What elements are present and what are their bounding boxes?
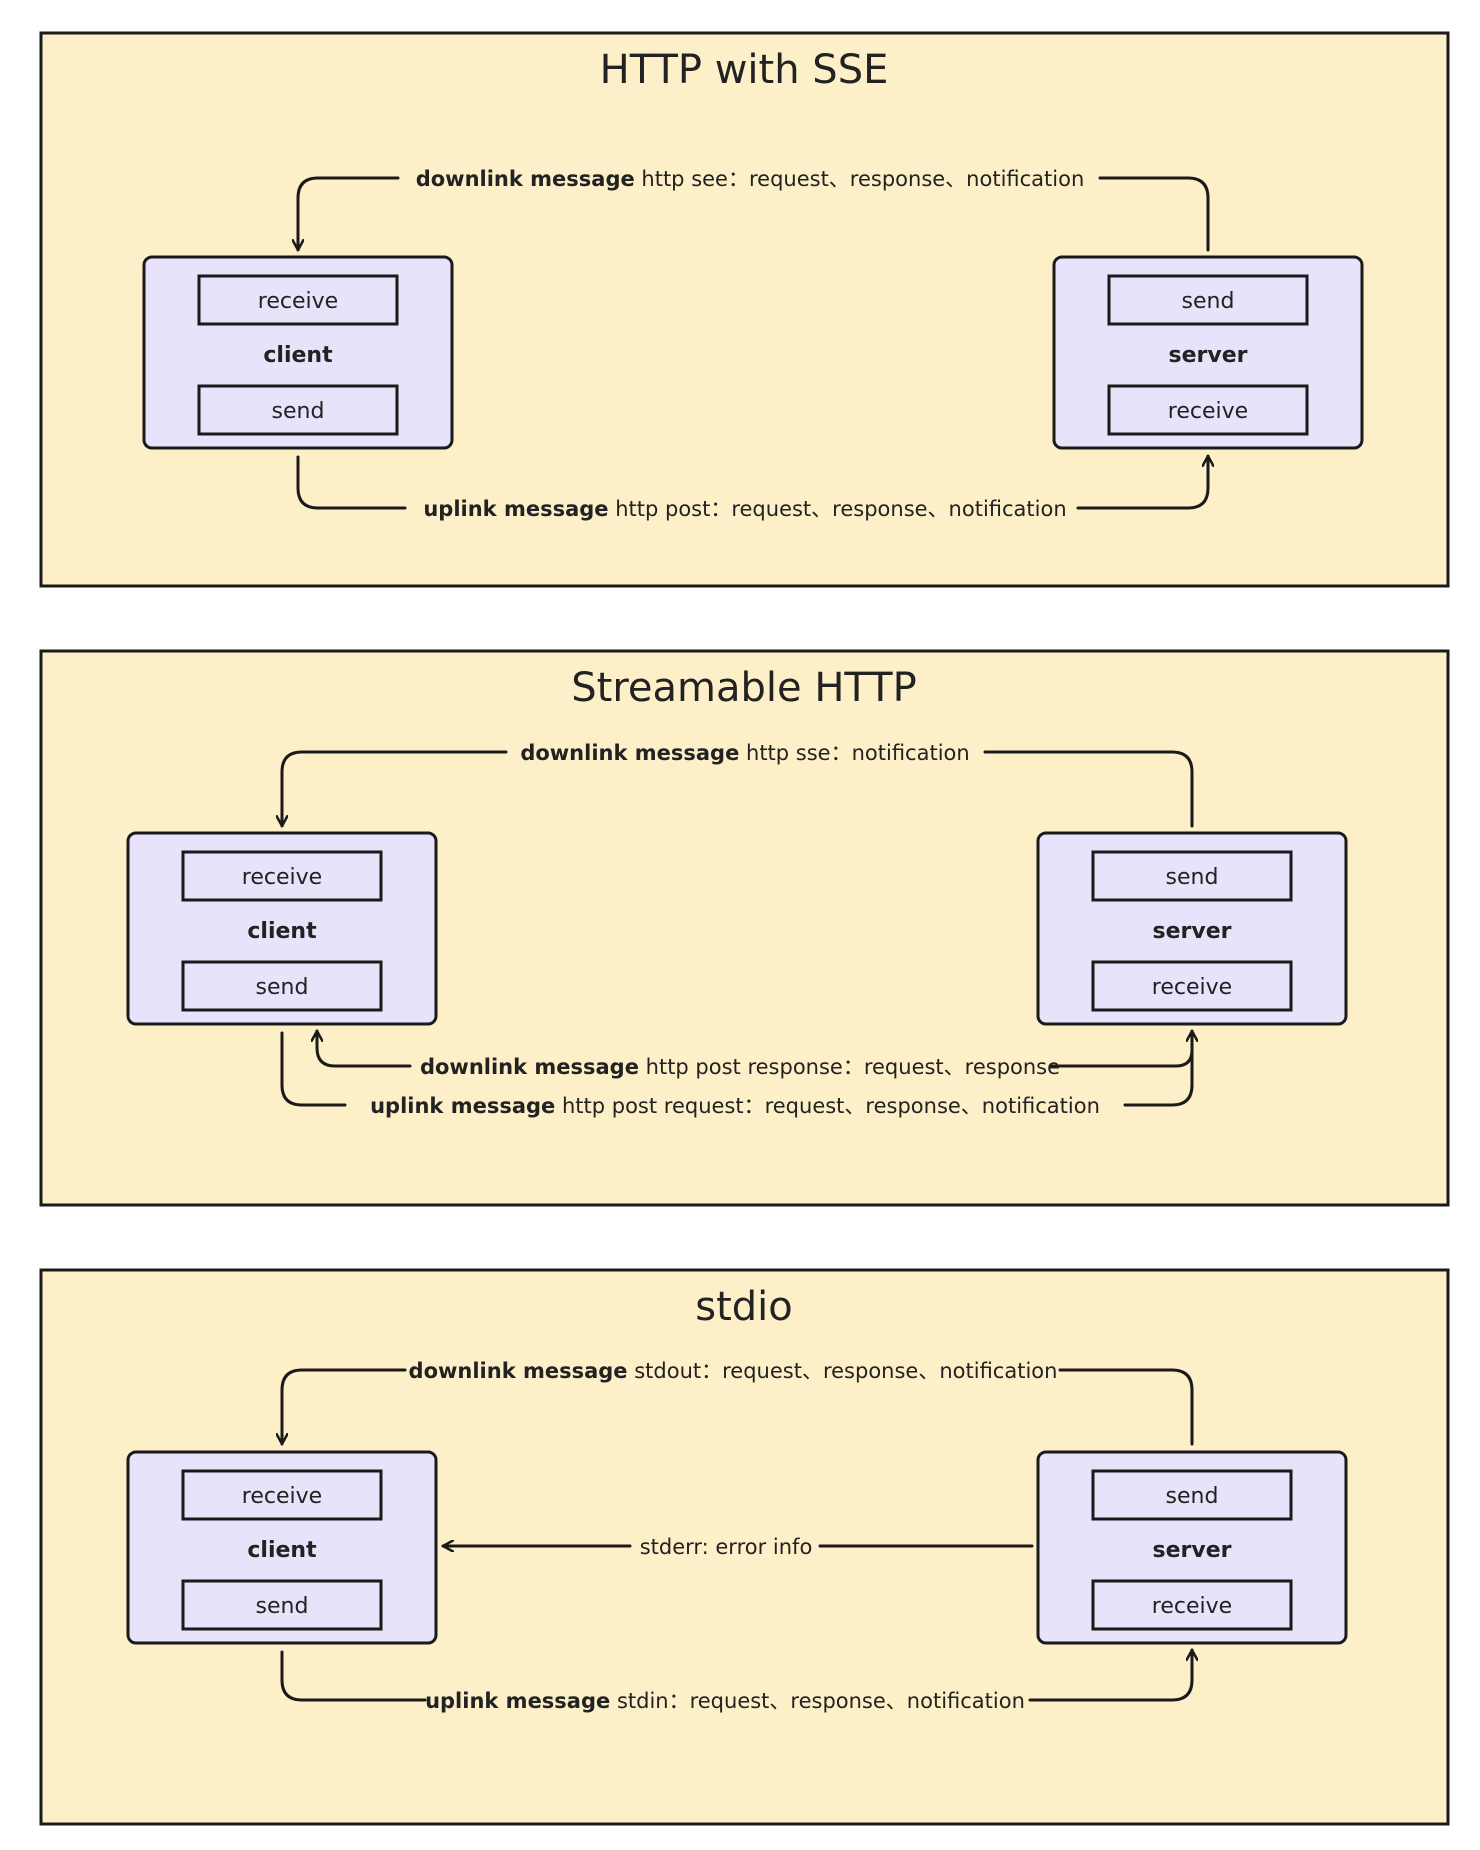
uplink-post-request-message: uplink message http post request：request… [370,1094,1100,1118]
server-send-label: send [1166,1484,1219,1509]
panel-streamable-http: Streamable HTTP receive client send send… [39,649,1450,1207]
server-send-label: send [1182,289,1235,314]
panel-title: HTTP with SSE [600,47,889,93]
server-send-box [1091,850,1293,902]
client-send-label: send [272,399,325,424]
uplink-post-connector [280,1031,347,1107]
downlink-post-response-message: downlink message http post response：requ… [420,1055,1060,1079]
uplink-post-arrow [1123,1029,1192,1107]
server-node: send server receive [1036,1450,1348,1645]
server-receive-label: receive [1152,975,1232,1000]
uplink-message: uplink message http post：request、respons… [423,497,1066,521]
downlink-stdout-arrow [282,1368,407,1446]
server-label: server [1153,1538,1232,1563]
client-receive-box [197,274,399,326]
client-send-label: send [256,1594,309,1619]
client-send-label: send [256,975,309,1000]
stderr-message: stderr: error info [640,1535,813,1559]
client-label: client [263,343,333,368]
client-label: client [247,1538,317,1563]
client-receive-box [181,1469,383,1521]
downlink-sse-arrow [282,750,508,828]
client-node: receive client send [142,255,454,450]
uplink-stdin-arrow [1028,1648,1192,1702]
downlink-stdout-message: downlink message stdout：request、response… [409,1359,1058,1383]
post-response-arrow-to-client [317,1029,412,1068]
server-receive-box [1091,960,1293,1012]
client-receive-label: receive [242,1484,322,1509]
server-send-label: send [1166,865,1219,890]
server-label: server [1169,343,1248,368]
panel-title: Streamable HTTP [571,665,916,711]
server-node: send server receive [1052,255,1364,450]
client-send-box [197,384,399,436]
server-receive-label: receive [1152,1594,1232,1619]
downlink-sse-message: downlink message http sse：notification [520,741,969,765]
server-node: send server receive [1036,831,1348,1026]
panel-http-with-sse: HTTP with SSE receive client send send s… [39,31,1450,588]
uplink-stdin-message: uplink message stdin：request、response、no… [425,1689,1025,1713]
panel-stdio: stdio receive client send send server re… [39,1268,1450,1826]
server-receive-box [1107,384,1309,436]
client-label: client [247,919,317,944]
client-node: receive client send [126,831,438,1026]
client-node: receive client send [126,1450,438,1645]
server-label: server [1153,919,1232,944]
downlink-arrow [298,176,400,252]
downlink-connector [1098,176,1210,252]
server-receive-label: receive [1168,399,1248,424]
client-receive-box [181,850,383,902]
panel-title: stdio [695,1284,793,1330]
uplink-stdin-connector [280,1650,427,1702]
downlink-message: downlink message http see：request、respon… [416,167,1085,191]
client-send-box [181,960,383,1012]
server-receive-box [1091,1579,1293,1631]
uplink-arrow [1076,454,1208,510]
uplink-connector [296,455,407,510]
server-send-box [1091,1469,1293,1521]
client-send-box [181,1579,383,1631]
server-send-box [1107,274,1309,326]
downlink-sse-connector [983,750,1194,828]
client-receive-label: receive [258,289,338,314]
client-receive-label: receive [242,865,322,890]
downlink-stdout-connector [1058,1368,1194,1446]
